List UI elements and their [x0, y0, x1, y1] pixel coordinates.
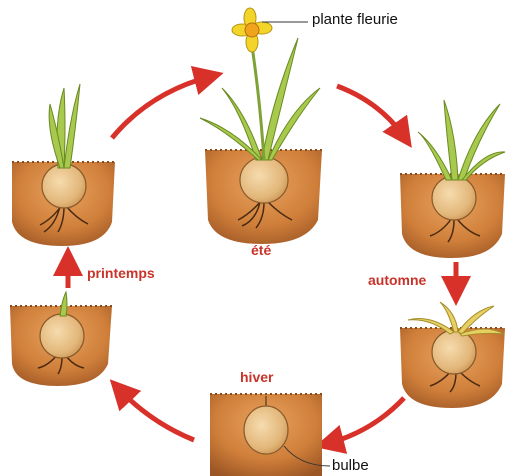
arrow-autumn-to-winter [326, 398, 404, 444]
stage-spring-sprout [12, 84, 115, 246]
arrow-spring-to-summer [112, 76, 212, 138]
label-autumn: automne [368, 272, 426, 288]
leaves [418, 100, 505, 180]
label-summer: été [251, 242, 271, 258]
shoot-tip [60, 292, 67, 316]
bulb [432, 330, 476, 374]
stage-late-autumn [400, 302, 505, 408]
bulb [42, 164, 86, 208]
stage-before-sprouting [10, 292, 112, 386]
bulb [240, 157, 288, 203]
label-winter: hiver [240, 369, 273, 385]
bulb [432, 176, 476, 220]
label-flowering-plant: plante fleurie [312, 11, 398, 28]
daffodil-flower-icon [232, 8, 272, 52]
stage-autumn-leaves [400, 100, 505, 258]
label-bulb: bulbe [332, 457, 369, 474]
arrow-summer-to-autumn [337, 86, 405, 138]
arrow-winter-to-dormant [118, 388, 194, 440]
stage-winter-dormant [210, 394, 330, 476]
bulb [244, 406, 288, 454]
stage-summer-flowering [200, 8, 322, 244]
bulb [40, 314, 84, 358]
young-leaves [49, 84, 80, 168]
label-spring: printemps [87, 265, 155, 281]
